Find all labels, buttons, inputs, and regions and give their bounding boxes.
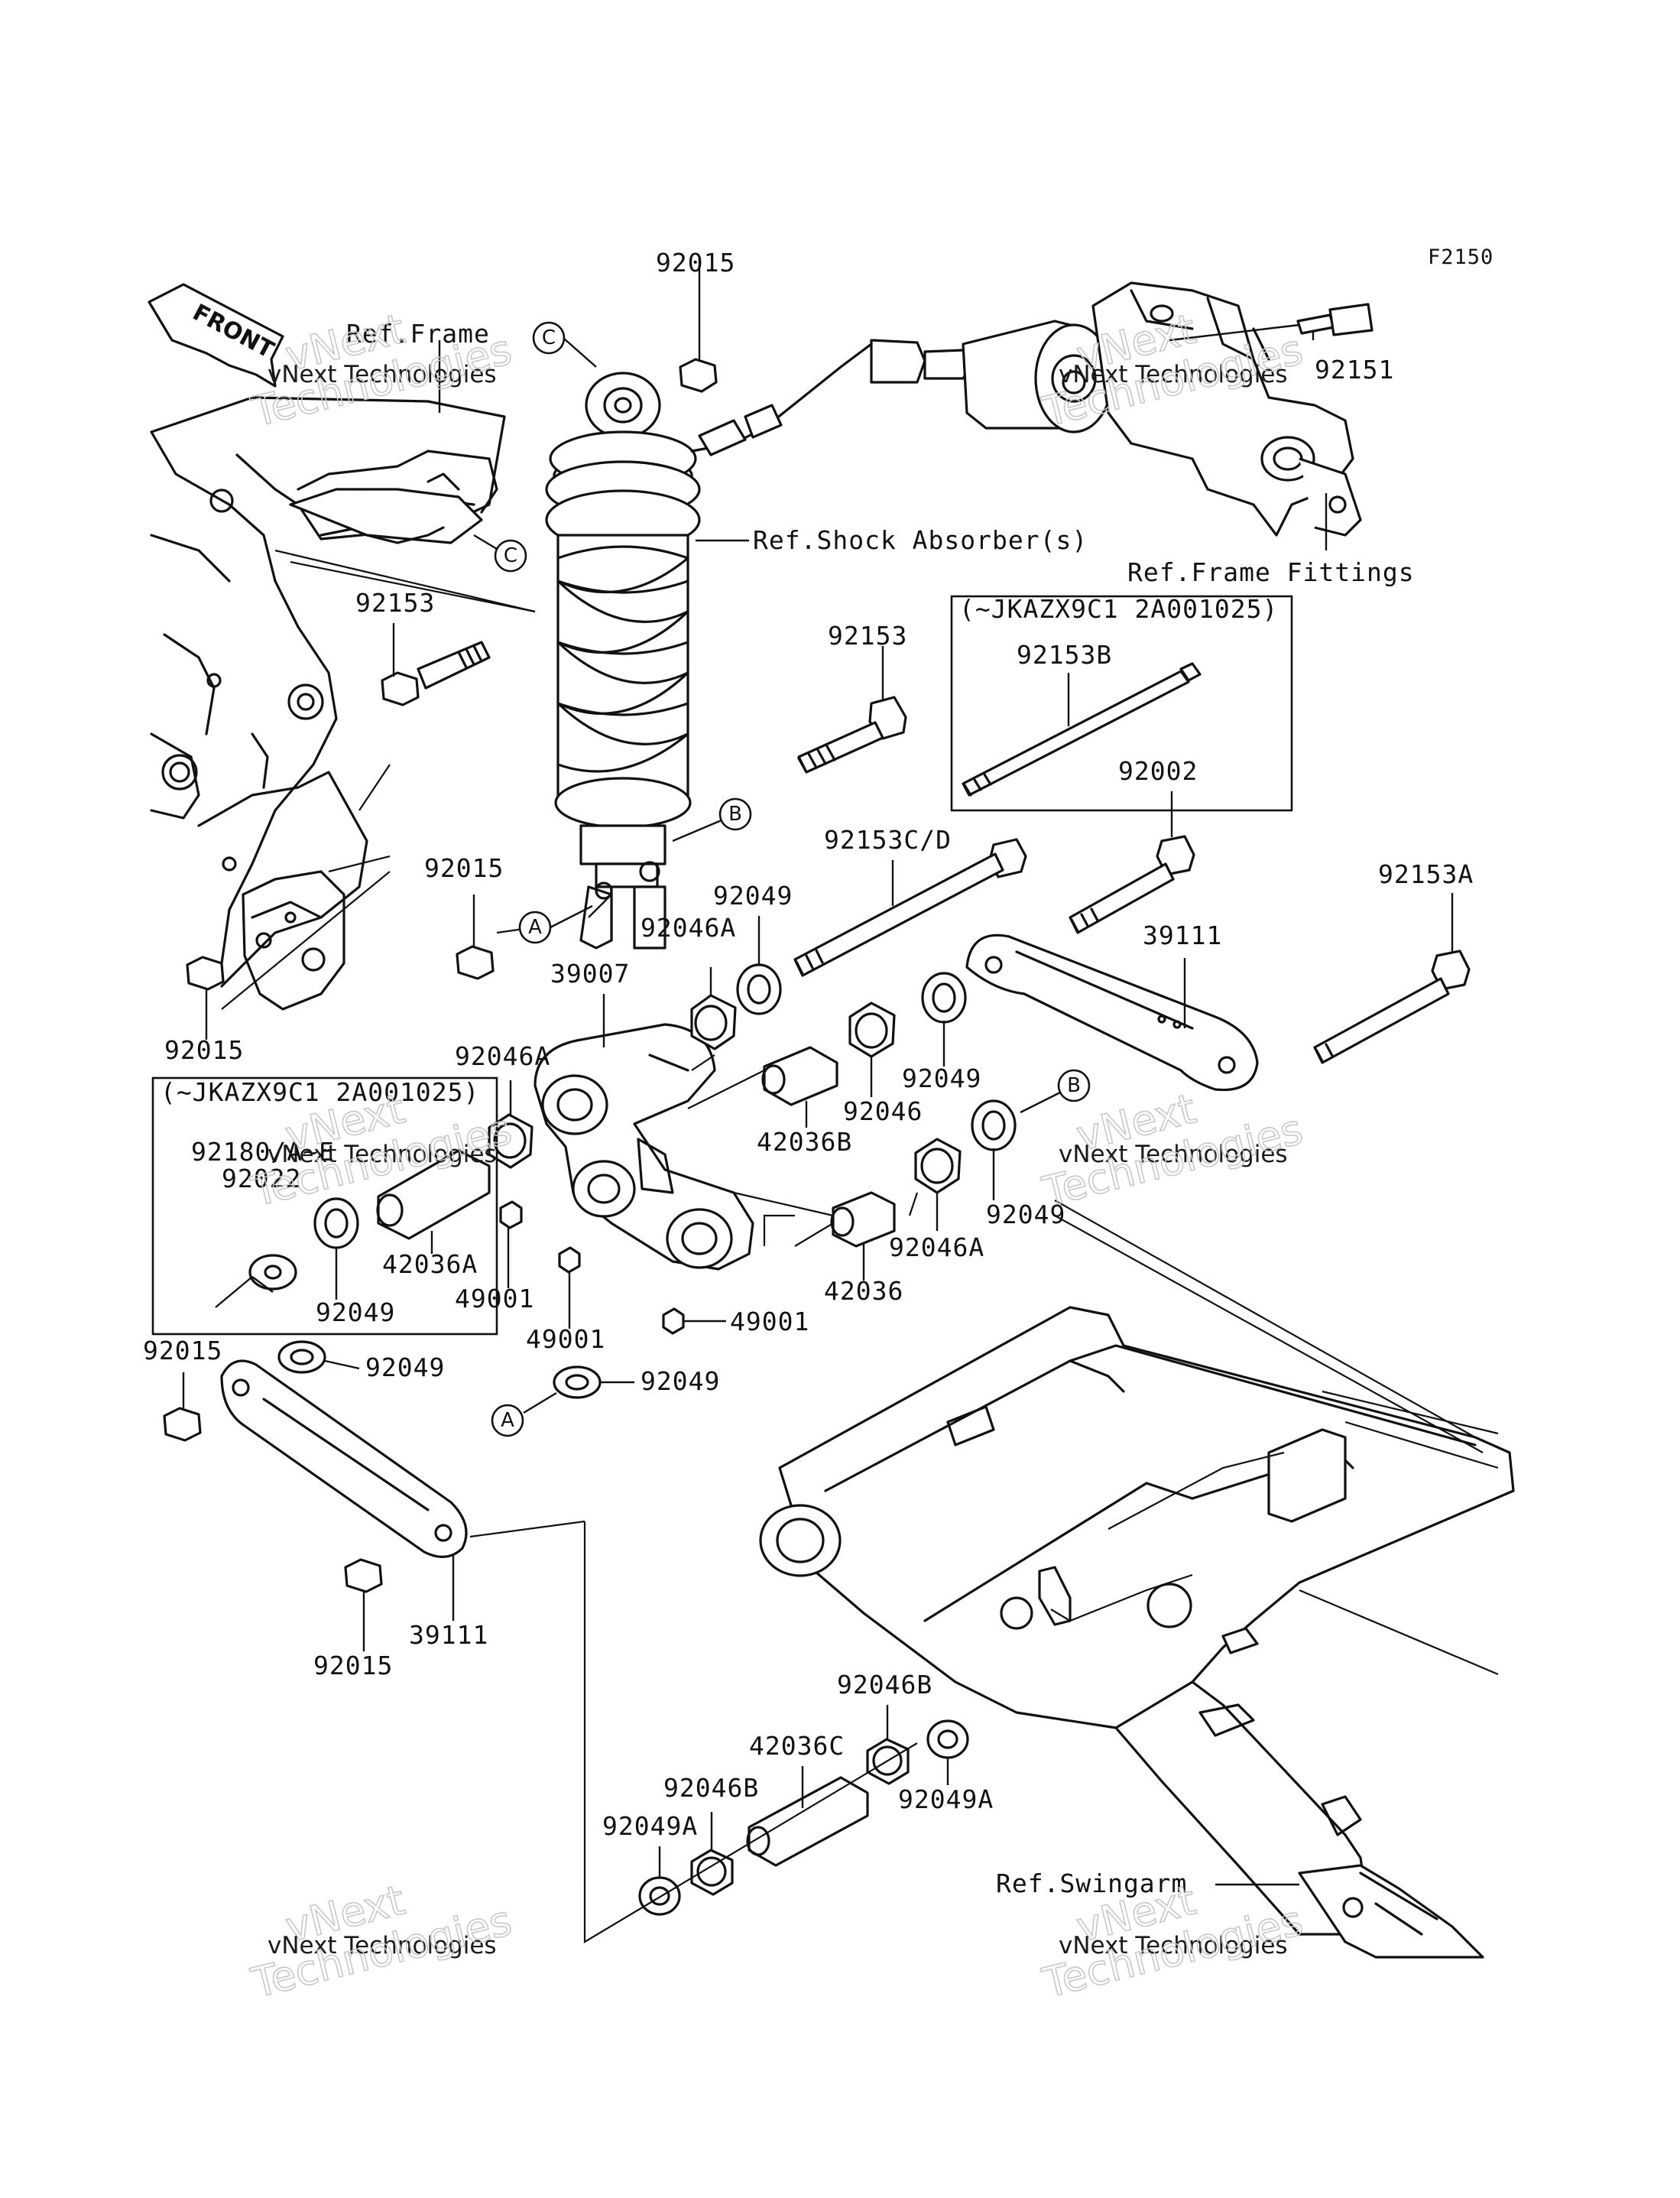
svg-text:vNext Technologies: vNext Technologies [1059,1932,1288,1959]
label-92049-c: 92049 [986,1200,1065,1229]
svg-text:A: A [501,1409,514,1432]
applicability-box-left: (~JKAZX9C1 2A001025) [151,1076,498,1336]
frame-fittings-drawing [1091,281,1374,537]
label-92015-left-frame: 92015 [164,1035,244,1065]
label-92015-top: 92015 [656,248,735,278]
tie-rod-right-drawing [965,933,1259,1092]
label-42036b: 42036B [757,1127,852,1157]
applicability-box-right: (~JKAZX9C1 2A001025) [950,594,1293,812]
shock-absorber-drawing [545,320,1114,950]
label-49001-a: 49001 [455,1284,534,1313]
label-92049-f: 92049 [641,1366,720,1396]
svg-text:vNext Technologies: vNext Technologies [1059,361,1288,388]
svg-text:A: A [528,916,542,939]
label-92049-b: 92049 [902,1063,981,1093]
label-92002: 92002 [1118,756,1198,786]
label-92049-d: 92049 [316,1297,395,1327]
label-39111-right: 39111 [1143,920,1222,950]
label-42036a: 42036A [382,1249,478,1279]
label-92153b: 92153B [1017,640,1112,670]
label-92015-bl: 92015 [143,1336,222,1365]
svg-text:C: C [542,326,556,349]
label-49001-b: 49001 [526,1324,605,1354]
label-92046a-c: 92046A [889,1232,984,1262]
hardware-drawing [186,358,1471,1064]
watermarks: vNext vNext Technologies Technologies vN… [246,304,1308,2008]
label-92046a-a: 92046A [641,913,736,943]
label-92046b-b: 92046B [663,1773,759,1803]
svg-text:vNext Technologies: vNext Technologies [268,1932,497,1959]
label-92015-mid: 92015 [424,853,504,883]
svg-text:B: B [728,803,742,826]
applicability-box-left-text: (~JKAZX9C1 2A001025) [161,1077,479,1107]
label-92049-e: 92049 [365,1352,445,1382]
label-92153-mid: 92153 [828,621,907,651]
label-49001-c: 49001 [730,1307,809,1336]
rocker-arm-drawing [534,1023,754,1271]
label-ref-frame-fittings: Ref.Frame Fittings [1127,557,1415,587]
callout-c-top: C [532,321,566,355]
label-92046a-b: 92046A [455,1041,550,1071]
label-92153-left: 92153 [355,588,435,618]
swingarm-drawing [759,1306,1515,1959]
watermark-6: vNext vNext Technologies Technologies [1037,1875,1308,2008]
label-92151: 92151 [1315,355,1394,385]
callout-c-frame: C [494,539,527,573]
label-39007: 39007 [550,959,630,989]
svg-text:C: C [504,544,517,567]
svg-text:B: B [1067,1074,1081,1097]
label-39111-left: 39111 [409,1620,488,1650]
pivot-parts-drawing [638,1719,969,1916]
part-labels: F2150 92015 Ref.Frame 92151 Ref.Shock Ab… [143,245,1494,1898]
label-92153cd: 92153C/D [824,825,952,855]
callout-a-mid: A [518,911,552,944]
label-ref-frame: Ref.Frame [346,319,490,349]
applicability-box-right-text: (~JKAZX9C1 2A001025) [959,594,1278,624]
bearing-parts-drawing [248,963,1017,1399]
label-92049-a: 92049 [713,881,793,911]
label-92180: 92180/A~E [191,1137,335,1167]
svg-text:vNext Technologies: vNext Technologies [268,361,497,388]
front-direction-arrow: FRONT [148,283,284,388]
label-42036c: 42036C [749,1731,845,1761]
figure-code: F2150 [1428,245,1494,269]
svg-text:vNext Technologies: vNext Technologies [268,1141,497,1168]
label-ref-shock-absorber: Ref.Shock Absorber(s) [753,525,1088,555]
leader-lines [182,256,1484,1943]
tie-rod-left-drawing [163,1359,468,1593]
label-92046: 92046 [843,1096,923,1126]
callout-a-lower: A [491,1404,524,1437]
watermark-5: vNext vNext Technologies Technologies [246,1875,517,2008]
label-92049a-left: 92049A [602,1811,698,1841]
label-92153a: 92153A [1378,859,1474,889]
frame-drawing [150,396,536,1011]
callout-b-mid: B [718,797,752,831]
watermark-1: vNext vNext Technologies Technologies [246,304,517,437]
label-92015-bottom: 92015 [313,1651,393,1680]
label-92022: 92022 [222,1164,301,1193]
label-ref-swingarm: Ref.Swingarm [996,1868,1187,1898]
label-92046b-a: 92046B [837,1670,932,1700]
svg-text:vNext Technologies: vNext Technologies [1059,1141,1288,1168]
label-42036: 42036 [824,1276,903,1306]
label-92049a-right: 92049A [898,1784,994,1814]
callout-b-right: B [1057,1069,1091,1102]
